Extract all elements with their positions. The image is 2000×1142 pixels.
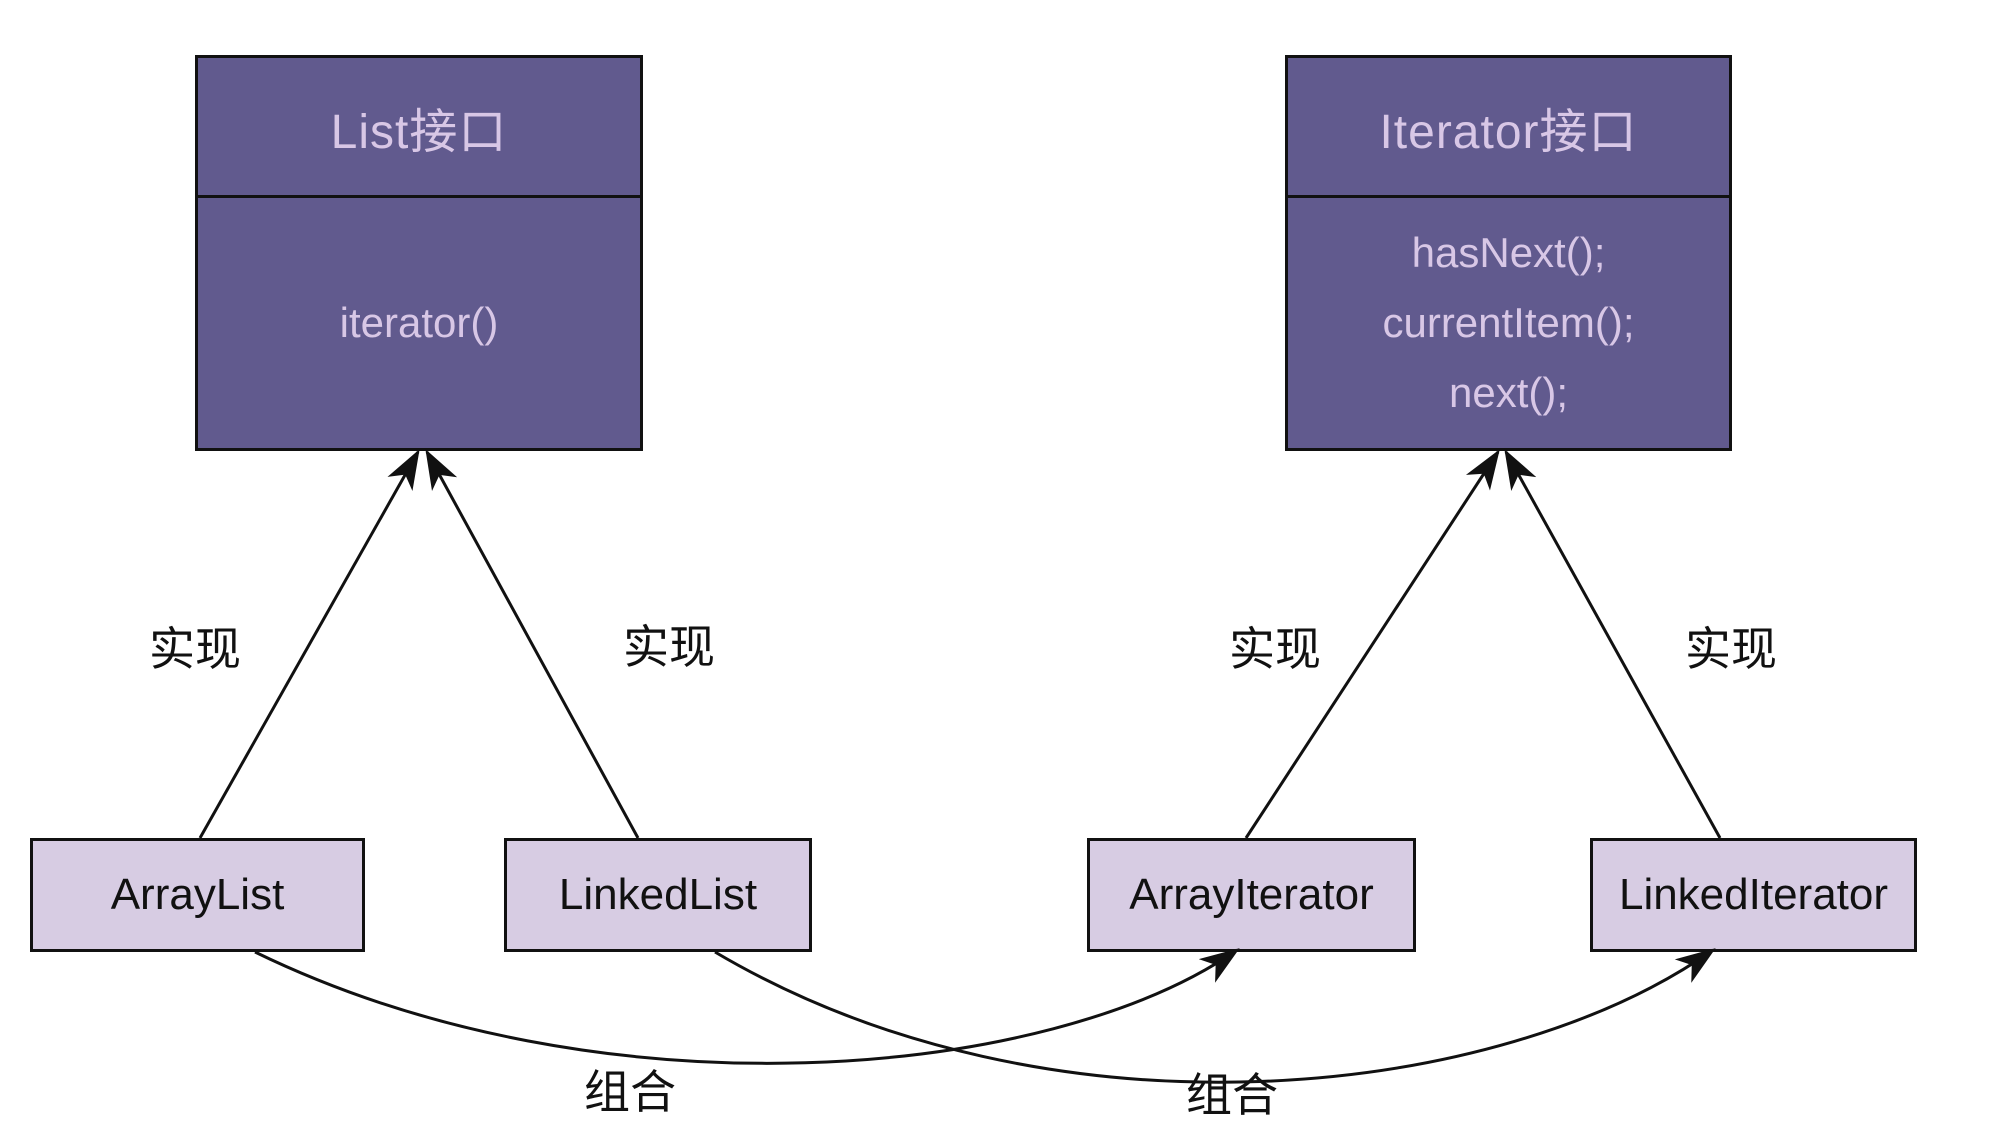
arraylist-label: ArrayList	[110, 870, 285, 919]
arrayiterator-label: ArrayIterator	[1129, 870, 1374, 919]
composition-label-left: 组合	[584, 1066, 676, 1118]
iterator-interface-methods: hasNext(); currentItem(); next();	[1288, 198, 1729, 448]
linkediterator-class-box: LinkedIterator	[1590, 838, 1917, 952]
composition-label-right: 组合	[1186, 1069, 1278, 1121]
list-interface-methods: iterator()	[198, 198, 640, 448]
method-iterator: iterator()	[339, 299, 499, 346]
list-interface-box: List接口 iterator()	[195, 55, 643, 451]
method-next: next();	[1448, 369, 1569, 416]
implements-edge-linkedlist	[425, 449, 640, 839]
arraylist-class-box: ArrayList	[30, 838, 365, 952]
implements-label-linkediterator: 实现	[1685, 623, 1777, 675]
implements-label-arrayiterator: 实现	[1229, 623, 1321, 675]
implements-label-linkedlist: 实现	[623, 621, 715, 673]
method-hasnext: hasNext();	[1411, 229, 1606, 276]
linkedlist-label: LinkedList	[558, 870, 758, 919]
iterator-interface-box: Iterator接口 hasNext(); currentItem(); nex…	[1285, 55, 1732, 451]
composition-edge-arraylist-arrayiterator	[254, 948, 1240, 1065]
method-currentitem: currentItem();	[1382, 299, 1635, 346]
implements-label-arraylist: 实现	[149, 623, 241, 675]
linkedlist-class-box: LinkedList	[504, 838, 812, 952]
arrayiterator-class-box: ArrayIterator	[1087, 838, 1416, 952]
linkediterator-label: LinkedIterator	[1618, 870, 1889, 919]
list-interface-title: List接口	[198, 58, 640, 198]
iterator-interface-title: Iterator接口	[1288, 58, 1729, 198]
